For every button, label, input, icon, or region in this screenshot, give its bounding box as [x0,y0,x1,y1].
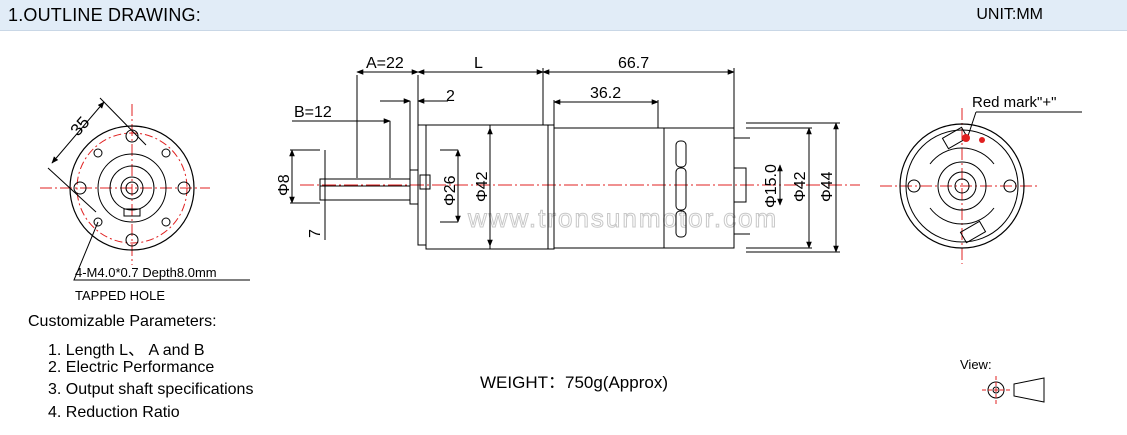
dim-44: Φ44 [819,171,836,202]
boss-circle [97,153,167,223]
thread-type: TAPPED HOLE [75,288,165,303]
dim-flat: 7 [307,229,324,238]
red-mark-label: Red mark"+" [972,94,1056,111]
tapped-hole [93,217,103,227]
brush-arc [929,147,995,165]
thread-spec: 4-M4.0*0.7 Depth8.0mm [75,265,217,280]
param-item: 2. Electric Performance [48,359,215,376]
dim-gear-42: Φ42 [474,171,491,202]
motor-boss [733,167,747,203]
rear-hole [907,179,921,193]
weight-label: WEIGHT：750g(Approx) [480,373,668,392]
boss-detail [419,174,431,190]
terminal-tab [959,220,987,244]
tapped-hole [161,148,171,158]
dim-motor-42: Φ42 [792,171,809,202]
dim-15: Φ15.0 [763,164,780,208]
dim-b: B=12 [294,104,332,121]
dim-l: L [474,55,483,72]
motor-outline [899,123,1025,249]
terminal-tab [941,126,969,150]
thread-leader [73,221,250,281]
watermark: www.tronsunmotor.com [467,203,778,233]
mount-hole [177,181,191,195]
bearing-boss [937,161,987,211]
section-title: 1.OUTLINE DRAWING: [8,5,201,25]
output-shaft [319,178,411,201]
brush-arc [929,207,995,225]
mount-hole [73,181,87,195]
red-mark-dot [979,137,985,143]
red-mark-leader [967,111,977,137]
params-title: Customizable Parameters: [28,313,217,330]
shaft-flat [123,208,141,217]
tapped-hole [161,217,171,227]
shaft-shoulder [409,169,419,205]
param-item: 3. Output shaft specifications [48,381,254,398]
motor-slot [675,167,687,211]
param-item: 4. Reduction Ratio [48,404,180,421]
rear-view [880,108,1082,264]
motor-slot [675,140,687,168]
dim-2: 2 [446,88,455,105]
section-header: 1.OUTLINE DRAWING: UNIT:MM [0,0,1127,31]
dim-line-35 [51,101,105,164]
red-mark-dot [962,134,970,142]
mount-hole [125,233,139,247]
boss-inner [109,165,155,211]
side-view [289,68,860,253]
unit-label: UNIT:MM [976,6,1043,23]
view-symbol [982,376,1045,404]
dim-a: A=22 [366,55,404,72]
dim-36-2: 36.2 [590,85,621,102]
tapped-hole [93,148,103,158]
dim-26: Φ26 [442,175,459,206]
dim-35: 35 [67,113,94,140]
motor-slot [675,210,687,238]
front-view [40,97,250,281]
dim-66-7: 66.7 [618,55,649,72]
dim-shaft: Φ8 [276,174,293,196]
rear-hole [1003,179,1017,193]
view-label: View: [960,357,992,372]
shaft-core [125,181,139,195]
shaft-circle [120,176,144,200]
bolt-circle [76,132,188,244]
param-item: 1. Length L、 A and B [48,342,205,359]
